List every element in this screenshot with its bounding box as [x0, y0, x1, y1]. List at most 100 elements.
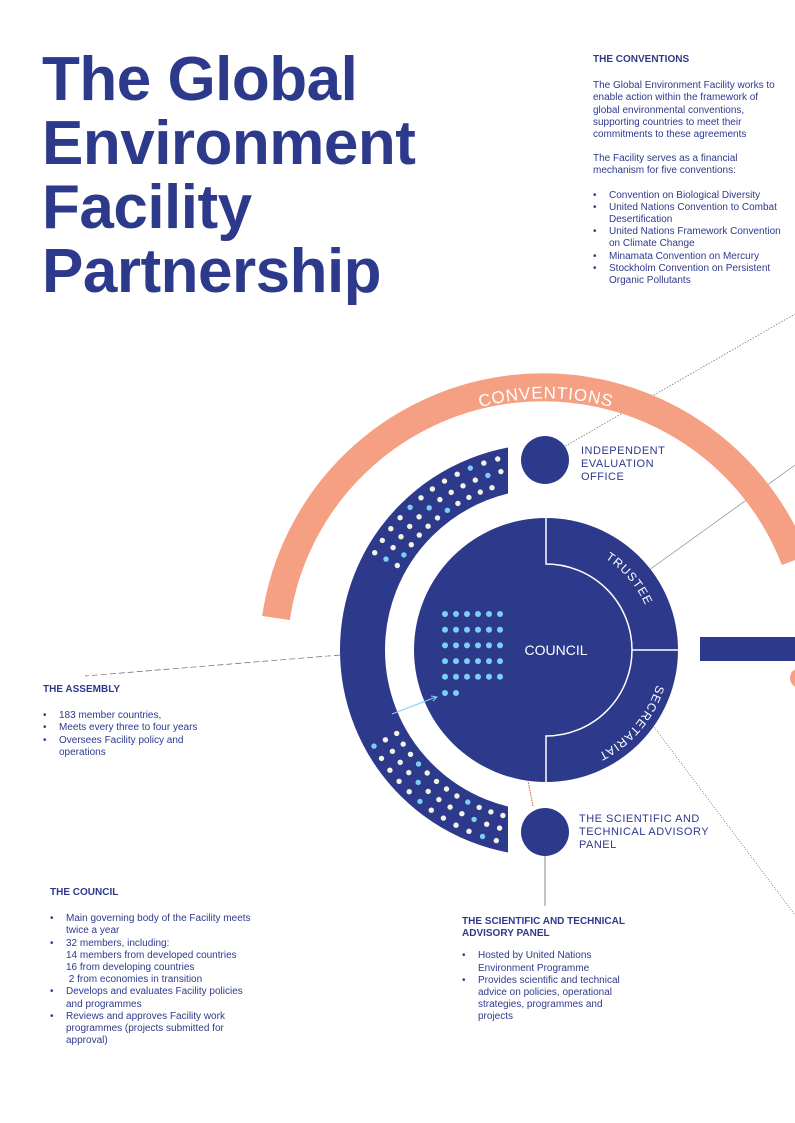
conventions-arc: [262, 373, 795, 621]
assembly-member-dot: [498, 468, 504, 475]
title-line: Environment: [42, 109, 416, 178]
conventions-intro: The Global Environment Facility works to…: [593, 80, 775, 141]
stap-heading: THE SCIENTIFIC AND TECHNICAL ADVISORY PA…: [462, 916, 625, 940]
assembly-member-dot: [436, 796, 442, 803]
list-item: Provides scientific and technical advice…: [462, 975, 632, 1024]
ieo-circle: [521, 436, 569, 484]
council-seat-dot: [464, 673, 470, 680]
assembly-member-dot: [477, 489, 483, 495]
ieo-label: INDEPENDENT EVALUATION OFFICE: [581, 445, 666, 483]
assembly-member-dot: [485, 472, 491, 479]
council-seat-dot: [464, 626, 470, 633]
council-seat-dot: [497, 626, 503, 633]
council-seat-dot: [497, 658, 503, 665]
list-item: Develops and evaluates Facility policies…: [50, 986, 255, 1010]
council-seat-dot: [486, 658, 492, 665]
list-item: 32 members, including: 14 members from d…: [50, 938, 255, 987]
council-seat-dot: [475, 673, 481, 680]
stap-circle: [521, 808, 569, 856]
assembly-member-dot: [389, 748, 396, 754]
council-seat-dot: [453, 658, 459, 665]
assembly-member-dot: [416, 514, 422, 520]
assembly-member-dot: [495, 456, 501, 462]
council-seat-dot: [464, 658, 470, 665]
assembly-member-dot: [407, 504, 413, 510]
assembly-member-dot: [425, 788, 431, 795]
council-seat-dot: [486, 642, 492, 649]
conventions-heading: THE CONVENTIONS: [593, 54, 690, 65]
council-seat-dot: [464, 611, 470, 617]
assembly-member-dot: [406, 769, 412, 776]
assembly-member-dot: [481, 460, 487, 466]
assembly-member-dot: [428, 807, 434, 813]
assembly-member-dot: [397, 515, 403, 521]
assembly-member-dot: [484, 821, 490, 827]
council-seat-dot: [453, 673, 459, 680]
list-item: Reviews and approves Facility work progr…: [50, 1011, 255, 1048]
assembly-member-dot: [426, 505, 432, 511]
assembly-member-dot: [388, 526, 394, 532]
conventions-list: Convention on Biological Diversity Unite…: [593, 190, 783, 288]
ieo-leader-line: [554, 313, 795, 453]
list-item: Meets every three to four years: [43, 722, 213, 734]
assembly-ring: [340, 447, 508, 853]
stap-label: THE SCIENTIFIC AND TECHNICAL ADVISORY PA…: [579, 813, 710, 851]
council-seat-dot: [475, 658, 481, 665]
council-seat-dot: [464, 642, 470, 649]
assembly-member-dot: [408, 542, 414, 548]
list-item: Convention on Biological Diversity: [593, 190, 783, 202]
assembly-member-dot: [400, 741, 406, 747]
assembly-member-dot: [444, 507, 451, 513]
assembly-member-dot: [379, 537, 385, 544]
assembly-member-dot: [387, 767, 393, 773]
assembly-member-dot: [441, 478, 448, 484]
list-item: Hosted by United Nations Environment Pro…: [462, 950, 632, 974]
assembly-member-dot: [407, 523, 413, 530]
council-seat-dot: [453, 626, 459, 633]
council-seat-dot: [475, 611, 481, 617]
assembly-member-dot: [454, 793, 460, 799]
council-seat-dot: [475, 642, 481, 649]
assembly-member-dot: [394, 562, 400, 569]
council-section: THE COUNCIL Main governing body of the F…: [50, 887, 255, 1047]
stap-to-council-arrow: [527, 780, 534, 807]
conventions-lead: The Facility serves as a financial mecha…: [593, 153, 738, 177]
arc-end: [790, 669, 795, 687]
assembly-member-dot: [390, 544, 396, 551]
assembly-member-dot: [397, 759, 403, 765]
council-seat-dot: [442, 642, 448, 649]
assembly-label: ASSEMBLY: [319, 609, 338, 690]
list-item: United Nations Framework Convention on C…: [593, 226, 783, 250]
assembly-member-dot: [488, 809, 494, 815]
stap-section: THE SCIENTIFIC AND TECHNICAL ADVISORY PA…: [462, 916, 632, 1024]
assembly-to-council-arrow: [391, 696, 437, 715]
council-seat-dot: [442, 611, 448, 617]
assembly-member-dot: [382, 737, 389, 743]
arrow-head: [430, 695, 439, 702]
assembly-member-dot: [459, 811, 465, 817]
assembly-member-dot: [448, 489, 454, 495]
assembly-member-dot: [476, 804, 482, 811]
assembly-member-dot: [465, 799, 471, 805]
assembly-member-dot: [455, 500, 461, 507]
council-heading: THE COUNCIL: [50, 887, 119, 898]
page-title: The Global Environment Facility Partners…: [42, 48, 416, 306]
council-circle: [414, 518, 678, 782]
assembly-member-dot: [372, 550, 378, 556]
assembly-member-dot: [415, 779, 421, 786]
assembly-member-dot: [500, 812, 506, 819]
council-seat-dot: [497, 673, 503, 680]
assembly-member-dot: [401, 552, 407, 558]
right-bar: [700, 637, 795, 661]
assembly-member-dot: [467, 465, 473, 471]
list-item: United Nations Convention to Combat Dese…: [593, 202, 783, 226]
council-seat-dot: [453, 611, 459, 617]
assembly-leader-line: [84, 654, 341, 677]
title-line: Partnership: [42, 237, 382, 306]
assembly-member-dot: [454, 471, 460, 477]
assembly-member-dot: [466, 828, 472, 834]
list-item: Minamata Convention on Mercury: [593, 251, 783, 263]
conventions-section: THE CONVENTIONS The Global Environment F…: [593, 54, 783, 287]
assembly-member-dot: [433, 778, 440, 785]
